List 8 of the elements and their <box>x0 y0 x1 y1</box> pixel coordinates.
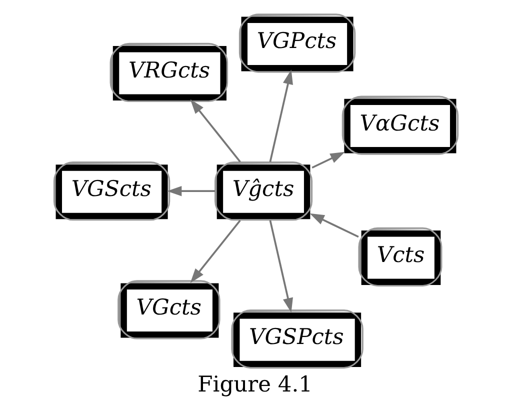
arrow <box>311 152 344 169</box>
arrow <box>166 186 215 196</box>
arrow <box>268 70 292 162</box>
arrow <box>268 220 292 313</box>
arrow <box>190 99 240 162</box>
arrow <box>309 213 358 238</box>
caption: Figure 4.1 <box>197 372 312 398</box>
arrow <box>190 220 240 283</box>
